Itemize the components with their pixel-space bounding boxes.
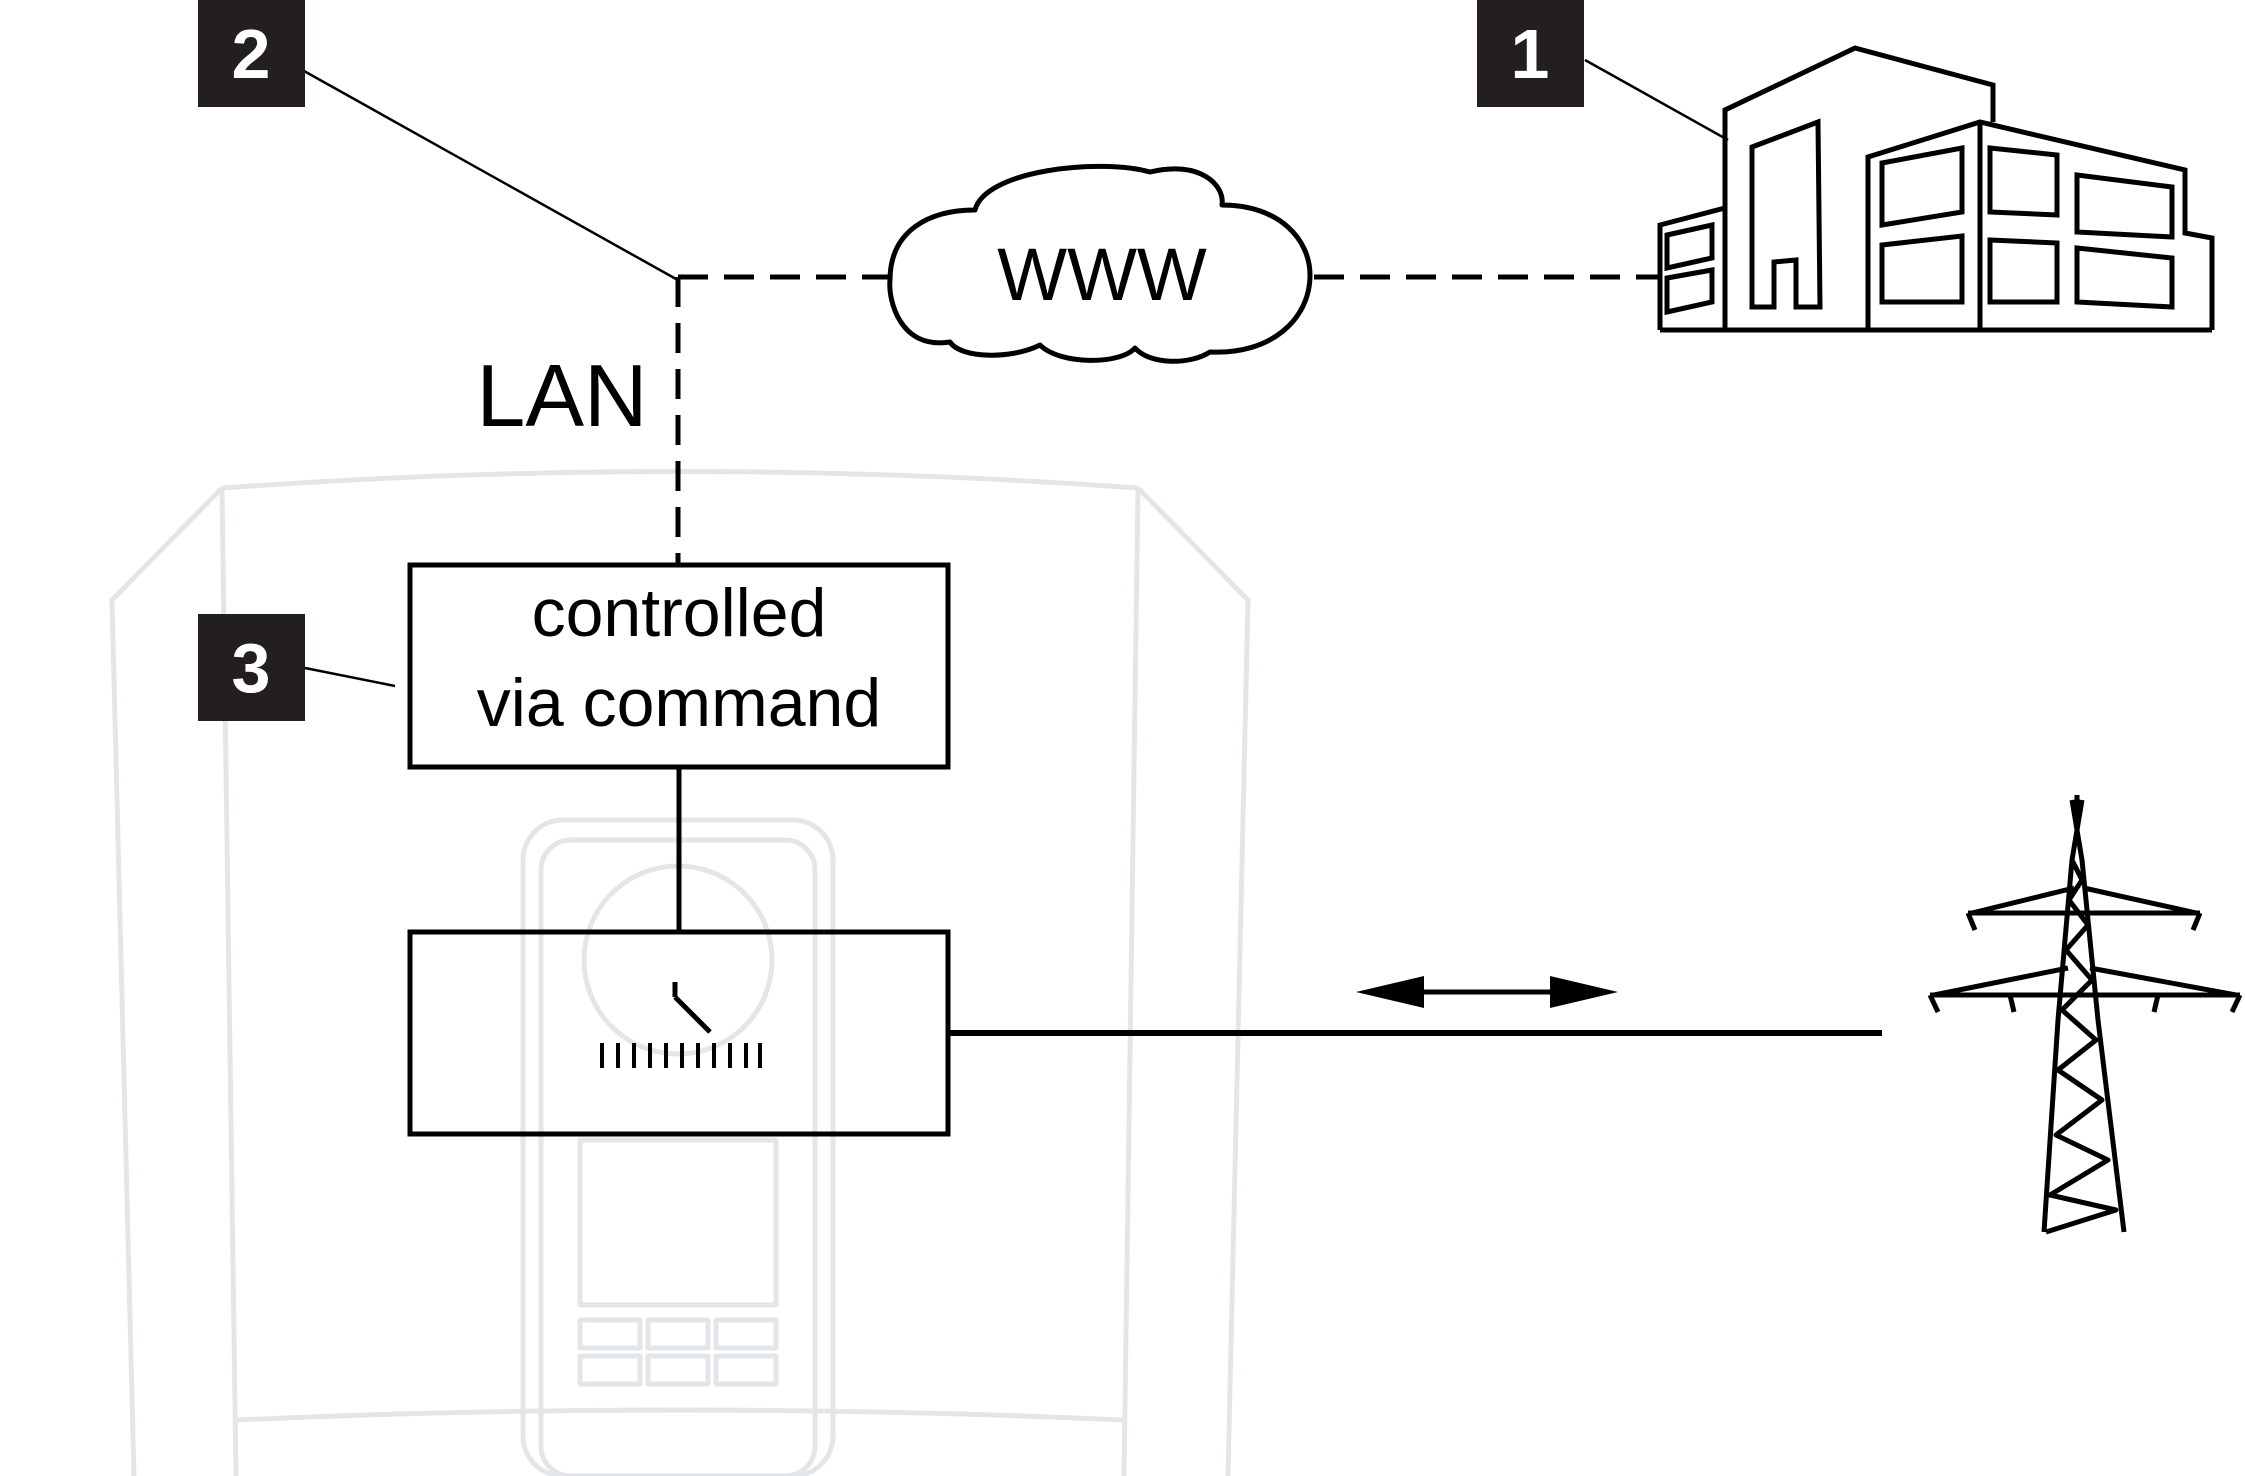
callout-2: 2 <box>198 0 677 281</box>
callout-1: 1 <box>1477 0 1729 142</box>
lan-label: LAN <box>476 346 647 445</box>
callout-3-number: 3 <box>232 629 271 707</box>
building-icon <box>1657 45 2215 333</box>
callout-2-number: 2 <box>232 15 271 93</box>
cloud-icon: WWW <box>887 163 1313 364</box>
network-connections <box>675 274 1660 565</box>
controller-label-line2: via command <box>477 665 881 741</box>
cloud-label: WWW <box>997 233 1207 316</box>
callout-3: 3 <box>198 614 396 721</box>
controller-label-line1: controlled <box>532 575 827 651</box>
bidirectional-arrow-icon <box>1356 976 1618 1008</box>
power-pylon-icon <box>1927 795 2243 1235</box>
inverter-outline-icon <box>109 469 1251 1476</box>
energy-meter-icon <box>407 929 951 1137</box>
command-controller-box: controlled via command <box>407 562 951 770</box>
callout-1-number: 1 <box>1511 15 1550 93</box>
